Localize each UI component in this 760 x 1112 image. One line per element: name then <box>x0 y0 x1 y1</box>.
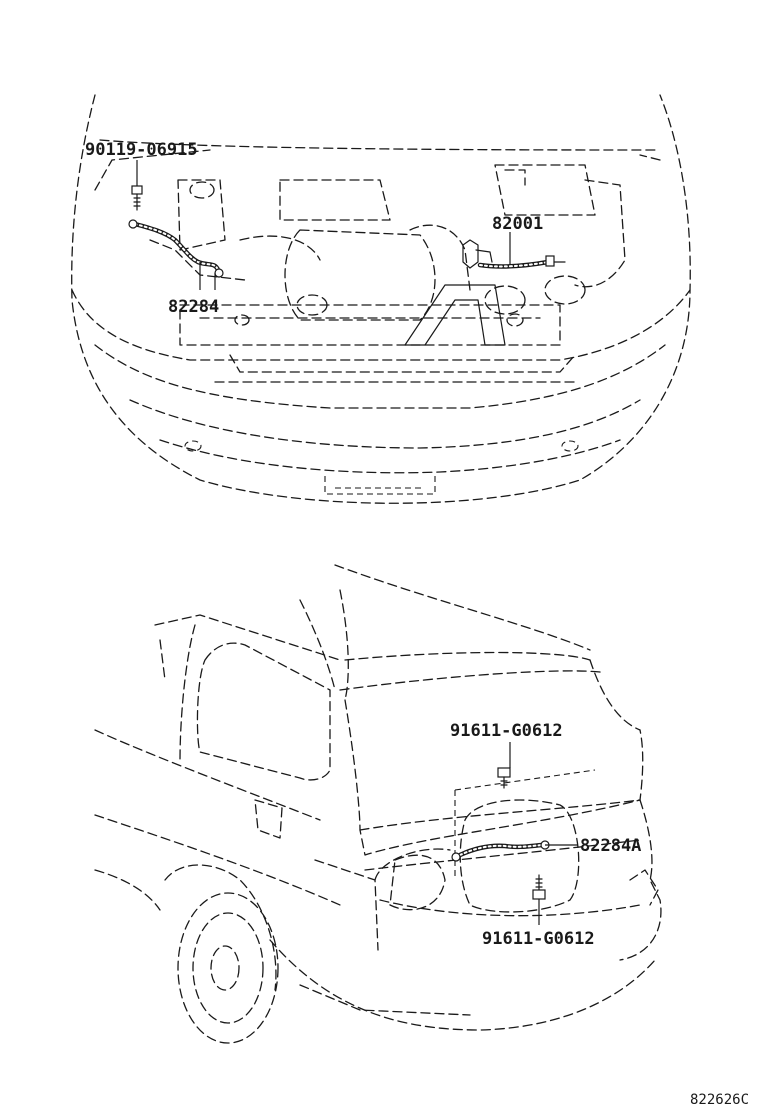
part-label-82284A: 82284A <box>580 836 641 856</box>
engine-bay-view <box>71 94 691 504</box>
bolt-icon <box>131 185 143 211</box>
rear-view <box>94 564 662 1044</box>
part-label-bolt-rear-bottom: 91611-G0612 <box>482 929 595 949</box>
bolt-icon <box>532 874 546 900</box>
bolt-icon <box>497 767 511 789</box>
part-label-82284: 82284 <box>168 297 219 317</box>
diagram-code: 822626C <box>690 1092 749 1108</box>
part-label-bolt-rear-top: 91611-G0612 <box>450 721 563 741</box>
engine-harness-icon <box>462 239 566 269</box>
part-label-82001: 82001 <box>492 214 543 234</box>
rear-ground-harness-icon <box>451 840 550 862</box>
ground-harness-icon <box>128 219 224 278</box>
part-label-bolt-front: 90119-06915 <box>85 140 198 160</box>
